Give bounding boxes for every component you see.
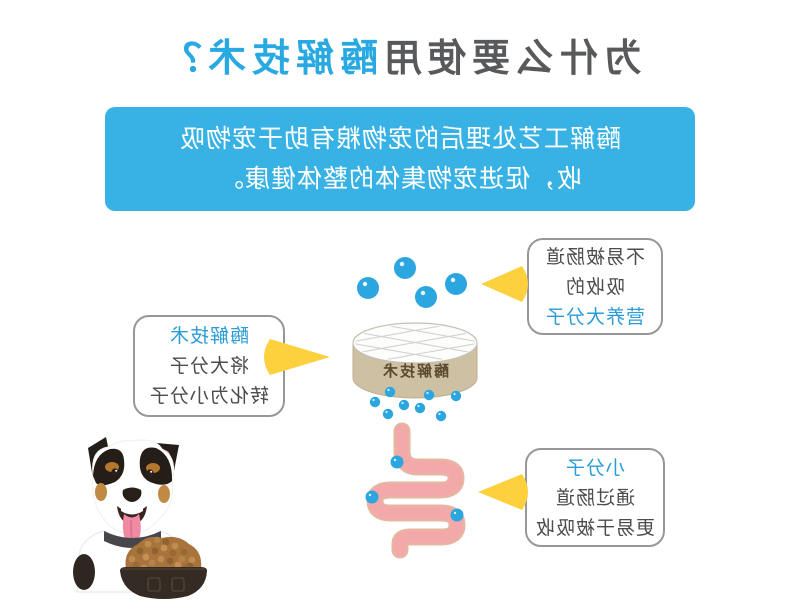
kibble-pile [125,536,202,572]
callout-macromolecule: 不易被肠道 吸收的 营养大分子 [527,238,663,335]
dog-ear-right-icon [145,442,179,481]
title-question-mark: ？ [157,36,202,80]
cylinder-label: 酶解技术 [381,362,449,380]
callout-macromolecule-heading: 营养大分子 [545,305,646,328]
page-title: 为什么要使用酶解技术？ [0,36,800,82]
dog-photo [73,437,207,599]
title-prefix: 为什么要使用 [378,36,643,80]
dog-ear-inner [155,450,171,472]
dog-eye-left [111,468,119,476]
callout-enzyme-technology: 酶解技术 将大分子 转化为小分子 [133,315,285,417]
food-bowl [120,567,207,599]
enzyme-cylinder: 酶解技术 [352,322,478,399]
arrow-left-top-icon [481,266,528,302]
callout-macromolecule-line-1: 不易被肠道 [545,245,646,268]
dog-mask-left [93,448,125,486]
callout-enzyme-text: 酶解技术 将大分子 转化为小分子 [135,321,283,411]
intro-banner-text: 酶解工艺处理后的宠物粮有助于宠物吸 收，促进宠物集体的整体健康。 [105,119,695,199]
dog-flank-patch [73,554,95,590]
banner-line-1: 酶解工艺处理后的宠物粮有助于宠物吸 [179,124,622,153]
dog-mouth [117,506,147,525]
arrow-left-bottom-icon [478,474,528,510]
callout-small-molecule-heading: 小分子 [565,456,626,479]
dog-eye-right [146,469,154,477]
callout-macromolecule-line-2: 吸收的 [565,275,626,298]
dog-eyebrow-right [146,463,160,473]
banner-line-2: 收，促进宠物集体的整体健康。 [218,164,583,193]
dog-tongue [122,514,141,546]
sieve-grid-icon [355,324,475,362]
small-molecule-dots-icon [369,386,462,422]
dog-collar [104,531,161,548]
macromolecule-dots-icon [357,257,467,308]
callout-macromolecule-text: 不易被肠道 吸收的 营养大分子 [529,242,661,332]
title-flip-wrap: 为什么要使用酶解技术？ [158,36,642,82]
dog-cheek-right [158,485,170,503]
dog-teeth [121,508,143,515]
callout-small-molecule-text: 小分子 通过肠道 更易于被吸收 [527,453,663,543]
dog-cheek-left [95,483,107,501]
callout-small-molecule-line-2: 更易于被吸收 [535,516,656,539]
callout-enzyme-heading: 酶解技术 [169,325,250,347]
dog-nose-icon [122,487,142,502]
dog-eyebrow-left [105,462,119,472]
dog-mask-right [139,447,173,485]
title-highlight: 酶解技术 [201,36,378,80]
absorbed-molecule-dots-icon [365,455,464,522]
callout-small-molecule-line-1: 通过肠道 [555,486,636,509]
dog-head [91,439,175,535]
dog-ear-left-icon [88,437,113,479]
intestine-icon [365,422,466,559]
intro-banner: 酶解工艺处理后的宠物粮有助于宠物吸 收，促进宠物集体的整体健康。 [105,107,695,211]
dog-body [76,530,187,593]
callout-small-molecule: 小分子 通过肠道 更易于被吸收 [525,448,665,547]
callout-enzyme-line-1: 将大分子 [169,355,250,377]
callout-enzyme-line-2: 转化为小分子 [149,385,270,407]
